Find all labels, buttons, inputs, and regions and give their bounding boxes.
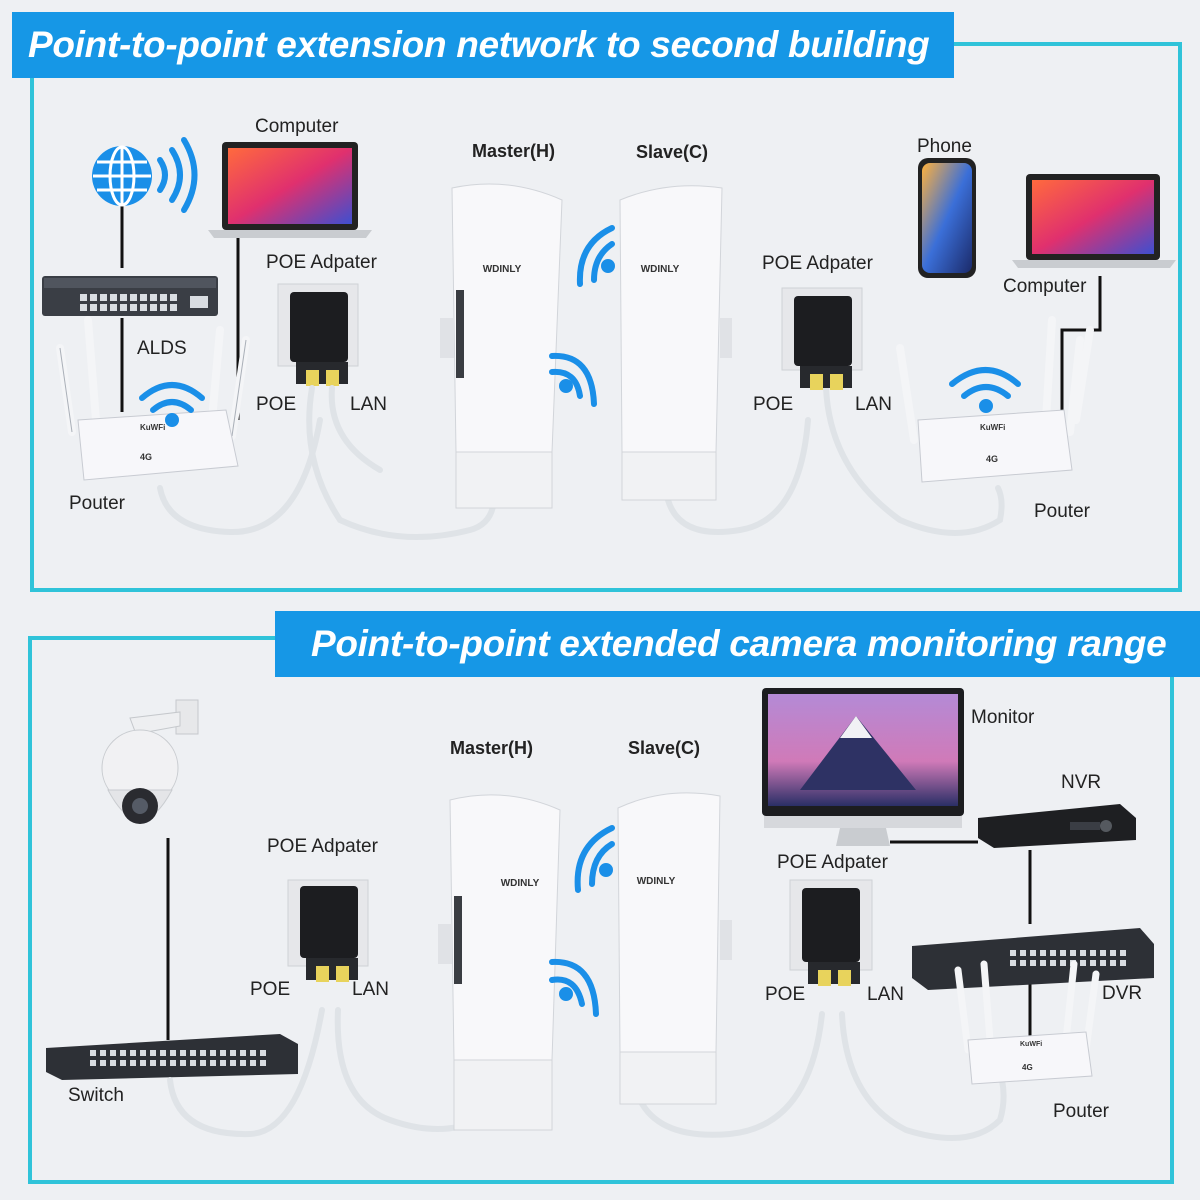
label-poe-bottom-right: POE [765, 984, 806, 1005]
svg-text:KuWFi: KuWFi [980, 423, 1005, 432]
label-switch: Switch [68, 1085, 124, 1106]
label-poe-adapter-bottom-right: POE Adpater [777, 852, 888, 873]
label-master-bottom: Master(H) [450, 738, 534, 758]
master-wifi-icon-bottom [549, 825, 615, 1017]
ptz-camera [101, 699, 199, 824]
t-master-brand-label: WDINLY [483, 264, 522, 275]
internet-wifi-icon [157, 137, 198, 213]
master-device-top: WDINLY [440, 183, 563, 509]
label-alds: ALDS [137, 338, 187, 359]
svg-text:4G: 4G [1022, 1063, 1033, 1072]
label-poe-adapter-bottom-left: POE Adpater [267, 836, 378, 857]
b-master-brand-label: WDINLY [501, 878, 540, 889]
router-left-wifi-icon [139, 382, 205, 427]
label-poe-adapter-left: POE Adpater [266, 252, 377, 273]
svg-text:KuWFi: KuWFi [1020, 1041, 1042, 1048]
label-lan-bottom-left: LAN [352, 979, 389, 1000]
computer-left [208, 142, 372, 238]
router-right-wifi-icon [949, 367, 1021, 413]
poe-adapter-left [277, 283, 359, 386]
poe-adapter-bottom-right [789, 879, 873, 986]
label-computer-right: Computer [1003, 276, 1087, 297]
label-lan-bottom-right: LAN [867, 984, 904, 1005]
poe-adapter-right [781, 287, 863, 390]
bottom-title: Point-to-point extended camera monitorin… [275, 611, 1200, 677]
alds-switch [42, 276, 218, 316]
label-poe-top-right: POE [753, 394, 794, 415]
label-dvr: DVR [1102, 983, 1143, 1004]
label-poe-adapter-right: POE Adpater [762, 253, 873, 274]
nvr-device [978, 804, 1136, 848]
computer-right [1012, 174, 1176, 268]
label-computer-left: Computer [255, 116, 339, 137]
router-left: KuWFi 4G [56, 316, 250, 481]
b-slave-brand-label: WDINLY [637, 876, 676, 887]
svg-text:4G: 4G [140, 452, 152, 462]
top-title: Point-to-point extension network to seco… [12, 12, 954, 78]
phone-device [918, 158, 976, 278]
master-device-bottom: WDINLY [438, 794, 561, 1131]
slave-device-bottom: WDINLY [617, 792, 732, 1105]
label-lan-top-left: LAN [350, 394, 387, 415]
label-router-top-right: Pouter [1034, 501, 1090, 522]
dvr-device [912, 928, 1154, 990]
label-nvr: NVR [1061, 772, 1102, 793]
master-wifi-icon-top [549, 225, 615, 407]
svg-text:4G: 4G [986, 454, 998, 464]
slave-device-top: WDINLY [619, 185, 732, 501]
network-switch [46, 1034, 298, 1080]
router-bottom: KuWFi 4G [954, 960, 1100, 1085]
label-poe-top-left: POE [256, 394, 297, 415]
svg-text:KuWFi: KuWFi [140, 423, 165, 432]
monitor-device [762, 688, 964, 846]
label-router-bottom: Pouter [1053, 1101, 1109, 1122]
label-slave-top: Slave(C) [636, 142, 709, 162]
label-master-top: Master(H) [472, 141, 556, 161]
top-cables [157, 385, 1005, 541]
label-lan-top-right: LAN [855, 394, 892, 415]
router-right: KuWFi 4G [896, 316, 1094, 483]
label-monitor: Monitor [971, 707, 1035, 728]
label-phone: Phone [917, 136, 972, 157]
label-poe-bottom-left: POE [250, 979, 291, 1000]
internet-globe-icon [92, 145, 152, 207]
t-slave-brand-label: WDINLY [641, 264, 680, 275]
label-slave-bottom: Slave(C) [628, 738, 701, 758]
poe-adapter-bottom-left [287, 879, 369, 982]
label-router-top-left: Pouter [69, 493, 125, 514]
